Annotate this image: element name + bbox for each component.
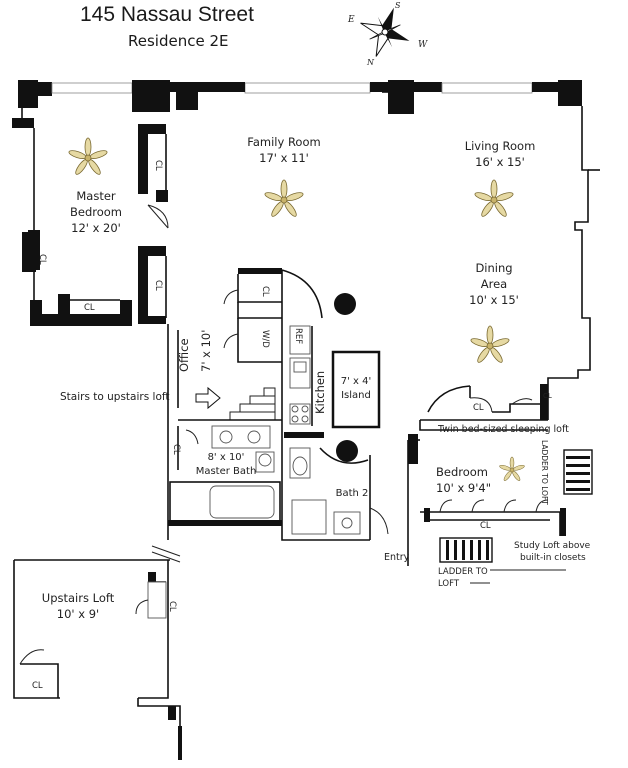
ceiling-fan-icon — [470, 325, 510, 363]
master-bedroom-walls — [12, 108, 169, 326]
dining-area-name-1: Dining — [475, 261, 512, 275]
ceiling-fan-icon — [499, 456, 525, 481]
top-wall — [18, 80, 582, 114]
closet-label: CL — [171, 444, 181, 455]
twin-loft-label: Twin bed-sized sleeping loft — [437, 424, 569, 435]
master-bath — [168, 425, 282, 526]
ladder-right — [563, 449, 593, 495]
upstairs-loft-name: Upstairs Loft — [42, 591, 115, 605]
island-dims: 7' x 4' — [341, 376, 372, 387]
bedroom-name: Bedroom — [436, 465, 488, 479]
closet-label: CL — [480, 521, 491, 531]
master-bedroom-name-2: Bedroom — [70, 205, 122, 219]
living-room-name: Living Room — [465, 139, 536, 153]
island-name: Island — [341, 390, 371, 401]
dining-area-name-2: Area — [481, 277, 507, 291]
header — [0, 0, 400, 60]
bedroom-walls — [407, 384, 566, 566]
wd-label: W/D — [260, 330, 270, 348]
stairs — [229, 387, 276, 421]
compass-e: E — [347, 15, 355, 25]
master-bedroom-dims: 12' x 20' — [71, 221, 121, 235]
upstairs-loft-walls — [13, 545, 182, 760]
upstairs-loft-dims: 10' x 9' — [57, 607, 99, 621]
center-walls — [167, 268, 381, 540]
study-loft-label-2: built-in closets — [520, 553, 586, 563]
closet-label: CL — [37, 254, 47, 265]
master-bath-dims: 8' x 10' — [208, 452, 245, 463]
ladder-label-1: LADDER TO — [438, 567, 488, 577]
ladder-label-2: LOFT — [438, 579, 460, 589]
stairs-label: Stairs to upstairs loft — [60, 391, 170, 403]
ceiling-fan-icon — [264, 179, 304, 217]
closet-label: CL — [32, 681, 43, 691]
master-bath-name: Master Bath — [196, 466, 257, 477]
compass-w: W — [418, 40, 428, 50]
master-bedroom-name-1: Master — [76, 189, 116, 203]
dining-area-dims: 10' x 15' — [469, 293, 519, 307]
bedroom-dims: 10' x 9'4" — [436, 481, 491, 495]
bath2-name: Bath 2 — [336, 488, 369, 499]
closet-label: CL — [153, 280, 163, 291]
office-name: Office — [177, 338, 191, 372]
compass-n: N — [366, 58, 375, 67]
ladder-vertical-label: LADDER TO LOFT — [540, 440, 549, 505]
living-room-dims: 16' x 15' — [475, 155, 525, 169]
compass-rose-icon — [360, 7, 410, 57]
closet-label: CL — [543, 392, 552, 400]
ceiling-fan-icon — [474, 179, 514, 217]
column-2 — [336, 440, 358, 462]
kitchen-name: Kitchen — [313, 371, 327, 414]
family-room-name: Family Room — [247, 135, 320, 149]
study-loft-label-1: Study Loft above — [514, 541, 591, 551]
unit-subtitle: Residence 2E — [128, 32, 228, 50]
closet-label: CL — [84, 303, 95, 313]
address-title: 145 Nassau Street — [80, 3, 254, 26]
kitchen-island — [331, 350, 381, 429]
column-1 — [334, 293, 356, 315]
closet-label: CL — [167, 601, 177, 612]
closet-label: CL — [260, 286, 270, 297]
compass-s: S — [395, 1, 401, 10]
ladder-bottom — [439, 537, 493, 563]
closet-label: CL — [153, 160, 163, 171]
right-wall — [420, 106, 600, 421]
ceiling-fan-icon — [68, 137, 108, 175]
office-dims: 7' x 10' — [199, 330, 213, 372]
closet-label: CL — [473, 403, 484, 413]
ref-label: REF — [293, 328, 303, 344]
stairs-arrow-icon — [195, 386, 221, 410]
bath-2 — [281, 440, 389, 541]
family-room-dims: 17' x 11' — [259, 151, 309, 165]
entry-label: Entry — [384, 552, 410, 563]
